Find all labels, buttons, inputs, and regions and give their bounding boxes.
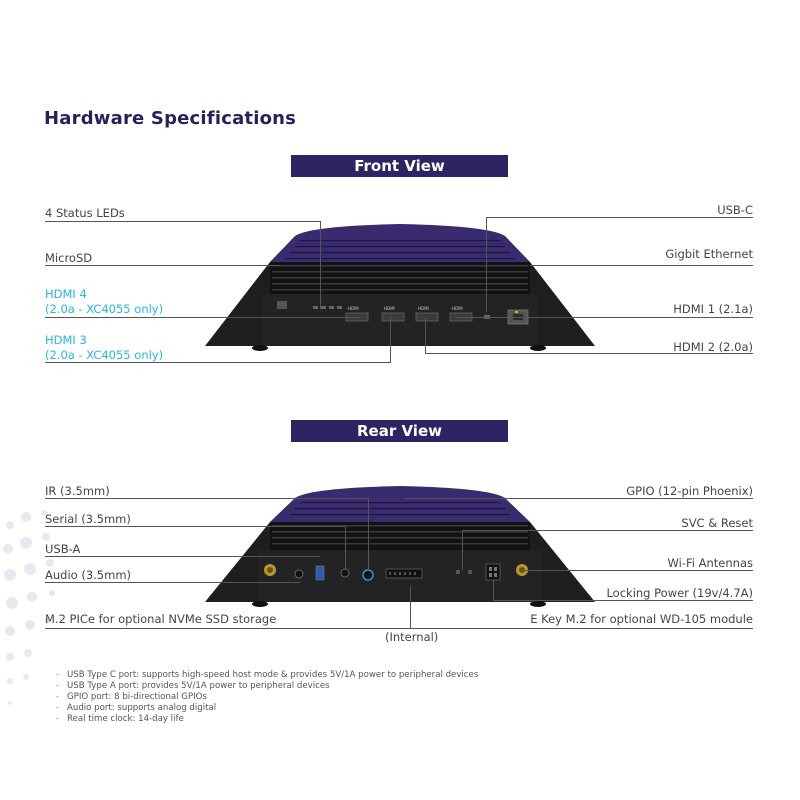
label-gigabit-ethernet: Gigbit Ethernet [665, 247, 753, 261]
rear-device-image [205, 486, 595, 607]
page-title: Hardware Specifications [44, 108, 297, 129]
label-svc-reset: SVC & Reset [681, 516, 753, 530]
label-e-key-m2: E Key M.2 for optional WD-105 module [530, 612, 753, 626]
label-usb-c: USB-C [717, 203, 753, 217]
label-serial: Serial (3.5mm) [45, 512, 131, 526]
svg-text:HDMI: HDMI [384, 306, 395, 311]
svg-text:HDMI: HDMI [418, 306, 429, 311]
label-locking-power: Locking Power (19v/4.7A) [606, 586, 753, 600]
label-hdmi3: HDMI 3 [45, 333, 87, 347]
label-gpio: GPIO (12-pin Phoenix) [626, 484, 753, 498]
label-internal: (Internal) [385, 630, 439, 644]
label-wifi-antennas: Wi-Fi Antennas [667, 556, 753, 570]
label-microsd: MicroSD [45, 251, 93, 265]
front-device-image: HDMI HDMI HDMI HDMI [205, 224, 595, 351]
label-status-leds: 4 Status LEDs [45, 206, 125, 220]
list-item: Audio port: supports analog digital [56, 703, 478, 714]
label-audio: Audio (3.5mm) [45, 568, 132, 582]
label-hdmi2: HDMI 2 (2.0a) [673, 340, 753, 354]
list-item: USB Type C port: supports high-speed hos… [56, 670, 478, 681]
front-view-banner: Front View [291, 155, 508, 177]
decorative-dot-pattern [3, 510, 55, 705]
label-hdmi1: HDMI 1 (2.1a) [673, 302, 753, 316]
svg-text:HDMI: HDMI [348, 306, 359, 311]
label-usb-a: USB-A [45, 542, 81, 556]
rear-view-banner: Rear View [291, 420, 508, 442]
svg-text:HDMI: HDMI [452, 306, 463, 311]
label-ir: IR (3.5mm) [45, 484, 110, 498]
label-hdmi3-sub: (2.0a - XC4055 only) [45, 348, 164, 362]
list-item: USB Type A port: provides 5V/1A power to… [56, 681, 478, 692]
list-item: GPIO port: 8 bi-directional GPIOs [56, 692, 478, 703]
label-m2-nvme: M.2 PICe for optional NVMe SSD storage [45, 612, 277, 626]
label-hdmi4: HDMI 4 [45, 287, 87, 301]
label-hdmi4-sub: (2.0a - XC4055 only) [45, 302, 164, 316]
spec-notes-list: USB Type C port: supports high-speed hos… [56, 670, 478, 725]
list-item: Real time clock: 14-day life [56, 714, 478, 725]
